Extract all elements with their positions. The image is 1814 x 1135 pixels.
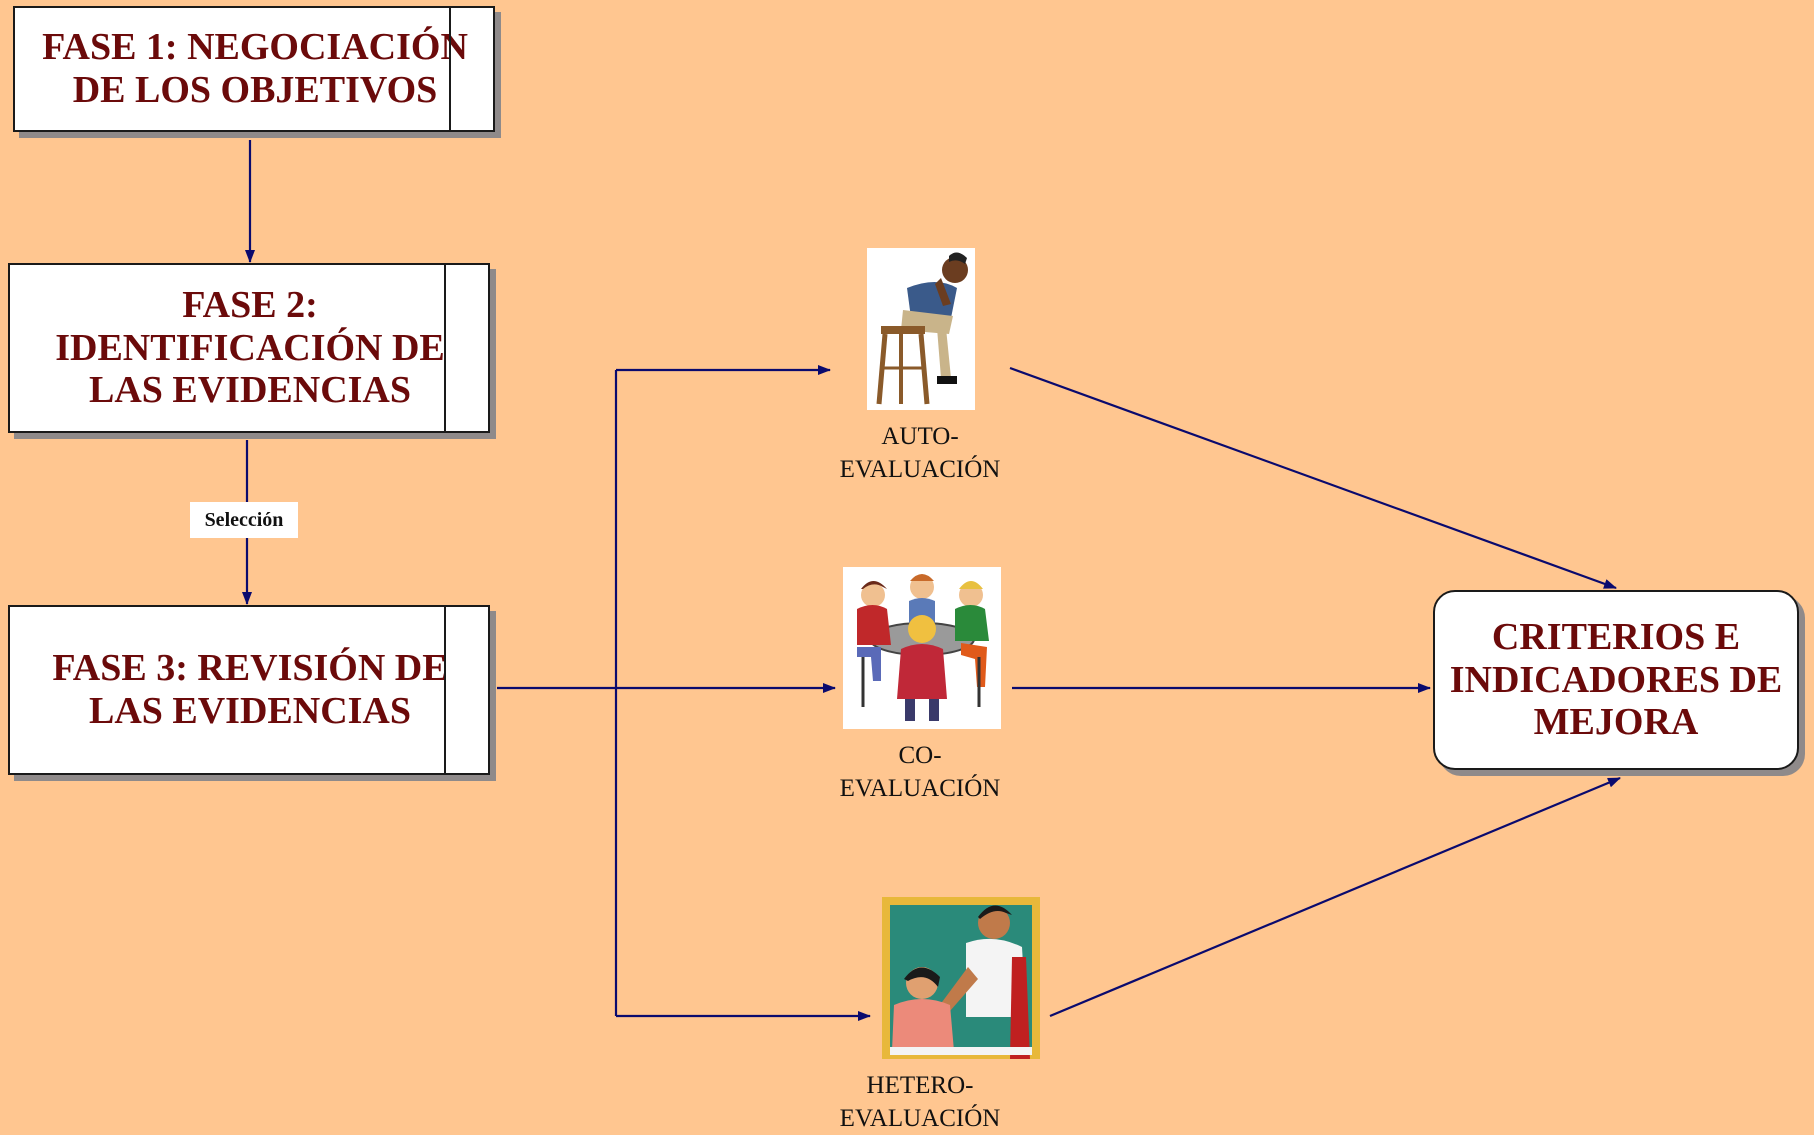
phase3-label: FASE 3: REVISIÓN DE LAS EVIDENCIAS <box>52 647 448 732</box>
phase3-side-tab <box>444 607 488 773</box>
phase1-box: FASE 1: NEGOCIACIÓN DE LOS OBJETIVOS <box>13 6 495 132</box>
phase2-label: FASE 2: IDENTIFICACIÓN DE LAS EVIDENCIAS <box>55 284 445 412</box>
group-discussion-icon <box>843 567 1001 729</box>
phase2-side-tab <box>444 265 488 431</box>
phase3-box: FASE 3: REVISIÓN DE LAS EVIDENCIAS <box>8 605 490 775</box>
hetero-evaluation-label: HETERO- EVALUACIÓN <box>839 1072 1001 1132</box>
co-evaluation-label: CO- EVALUACIÓN <box>839 742 1001 802</box>
teacher-student-icon <box>882 897 1040 1059</box>
criteria-box: CRITERIOS E INDICADORES DE MEJORA <box>1433 590 1799 770</box>
phase1-side-tab <box>449 8 493 130</box>
arrow-hetero-to-criteria <box>1049 776 1621 1018</box>
thinking-man-icon <box>867 248 975 410</box>
auto-evaluation-label: AUTO- EVALUACIÓN <box>839 423 1001 483</box>
selection-label: Selección <box>190 502 298 538</box>
arrow-auto-to-criteria <box>1009 366 1617 590</box>
phase2-box: FASE 2: IDENTIFICACIÓN DE LAS EVIDENCIAS <box>8 263 490 433</box>
phase1-label: FASE 1: NEGOCIACIÓN DE LOS OBJETIVOS <box>42 26 468 111</box>
